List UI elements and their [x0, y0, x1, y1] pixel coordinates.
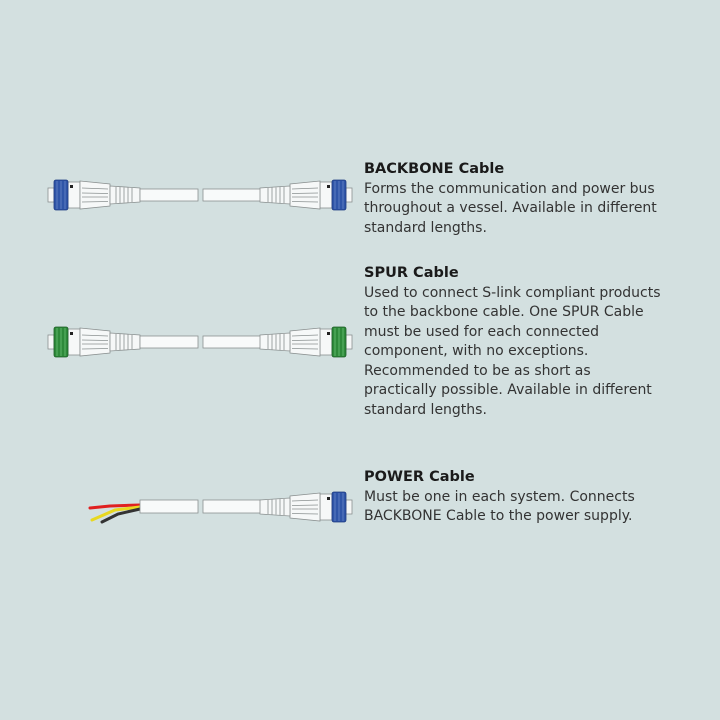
backbone-cable-info: BACKBONE Cable Forms the communication a…: [364, 160, 664, 238]
right-connector: [259, 491, 353, 523]
power-cable-illustration: [0, 490, 360, 526]
right-connector: [259, 179, 353, 211]
spur-cable-illustration: [0, 325, 360, 361]
bare-wires: [88, 503, 142, 524]
spur-cable-title: SPUR Cable: [364, 265, 459, 281]
backbone-cable-description: Forms the communication and power bus th…: [364, 180, 657, 236]
power-cable-info: POWER Cable Must be one in each system. …: [364, 468, 664, 527]
power-cable-description: Must be one in each system. Connects BAC…: [364, 488, 635, 525]
left-connector: [47, 179, 141, 211]
spur-cable-description: Used to connect S-link compliant product…: [364, 284, 661, 418]
power-cable-title: POWER Cable: [364, 469, 475, 485]
spur-cable-info: SPUR Cable Used to connect S-link compli…: [364, 264, 664, 420]
backbone-cable-illustration: [0, 178, 360, 214]
left-connector: [47, 326, 141, 358]
right-connector: [259, 326, 353, 358]
backbone-cable-title: BACKBONE Cable: [364, 161, 505, 177]
